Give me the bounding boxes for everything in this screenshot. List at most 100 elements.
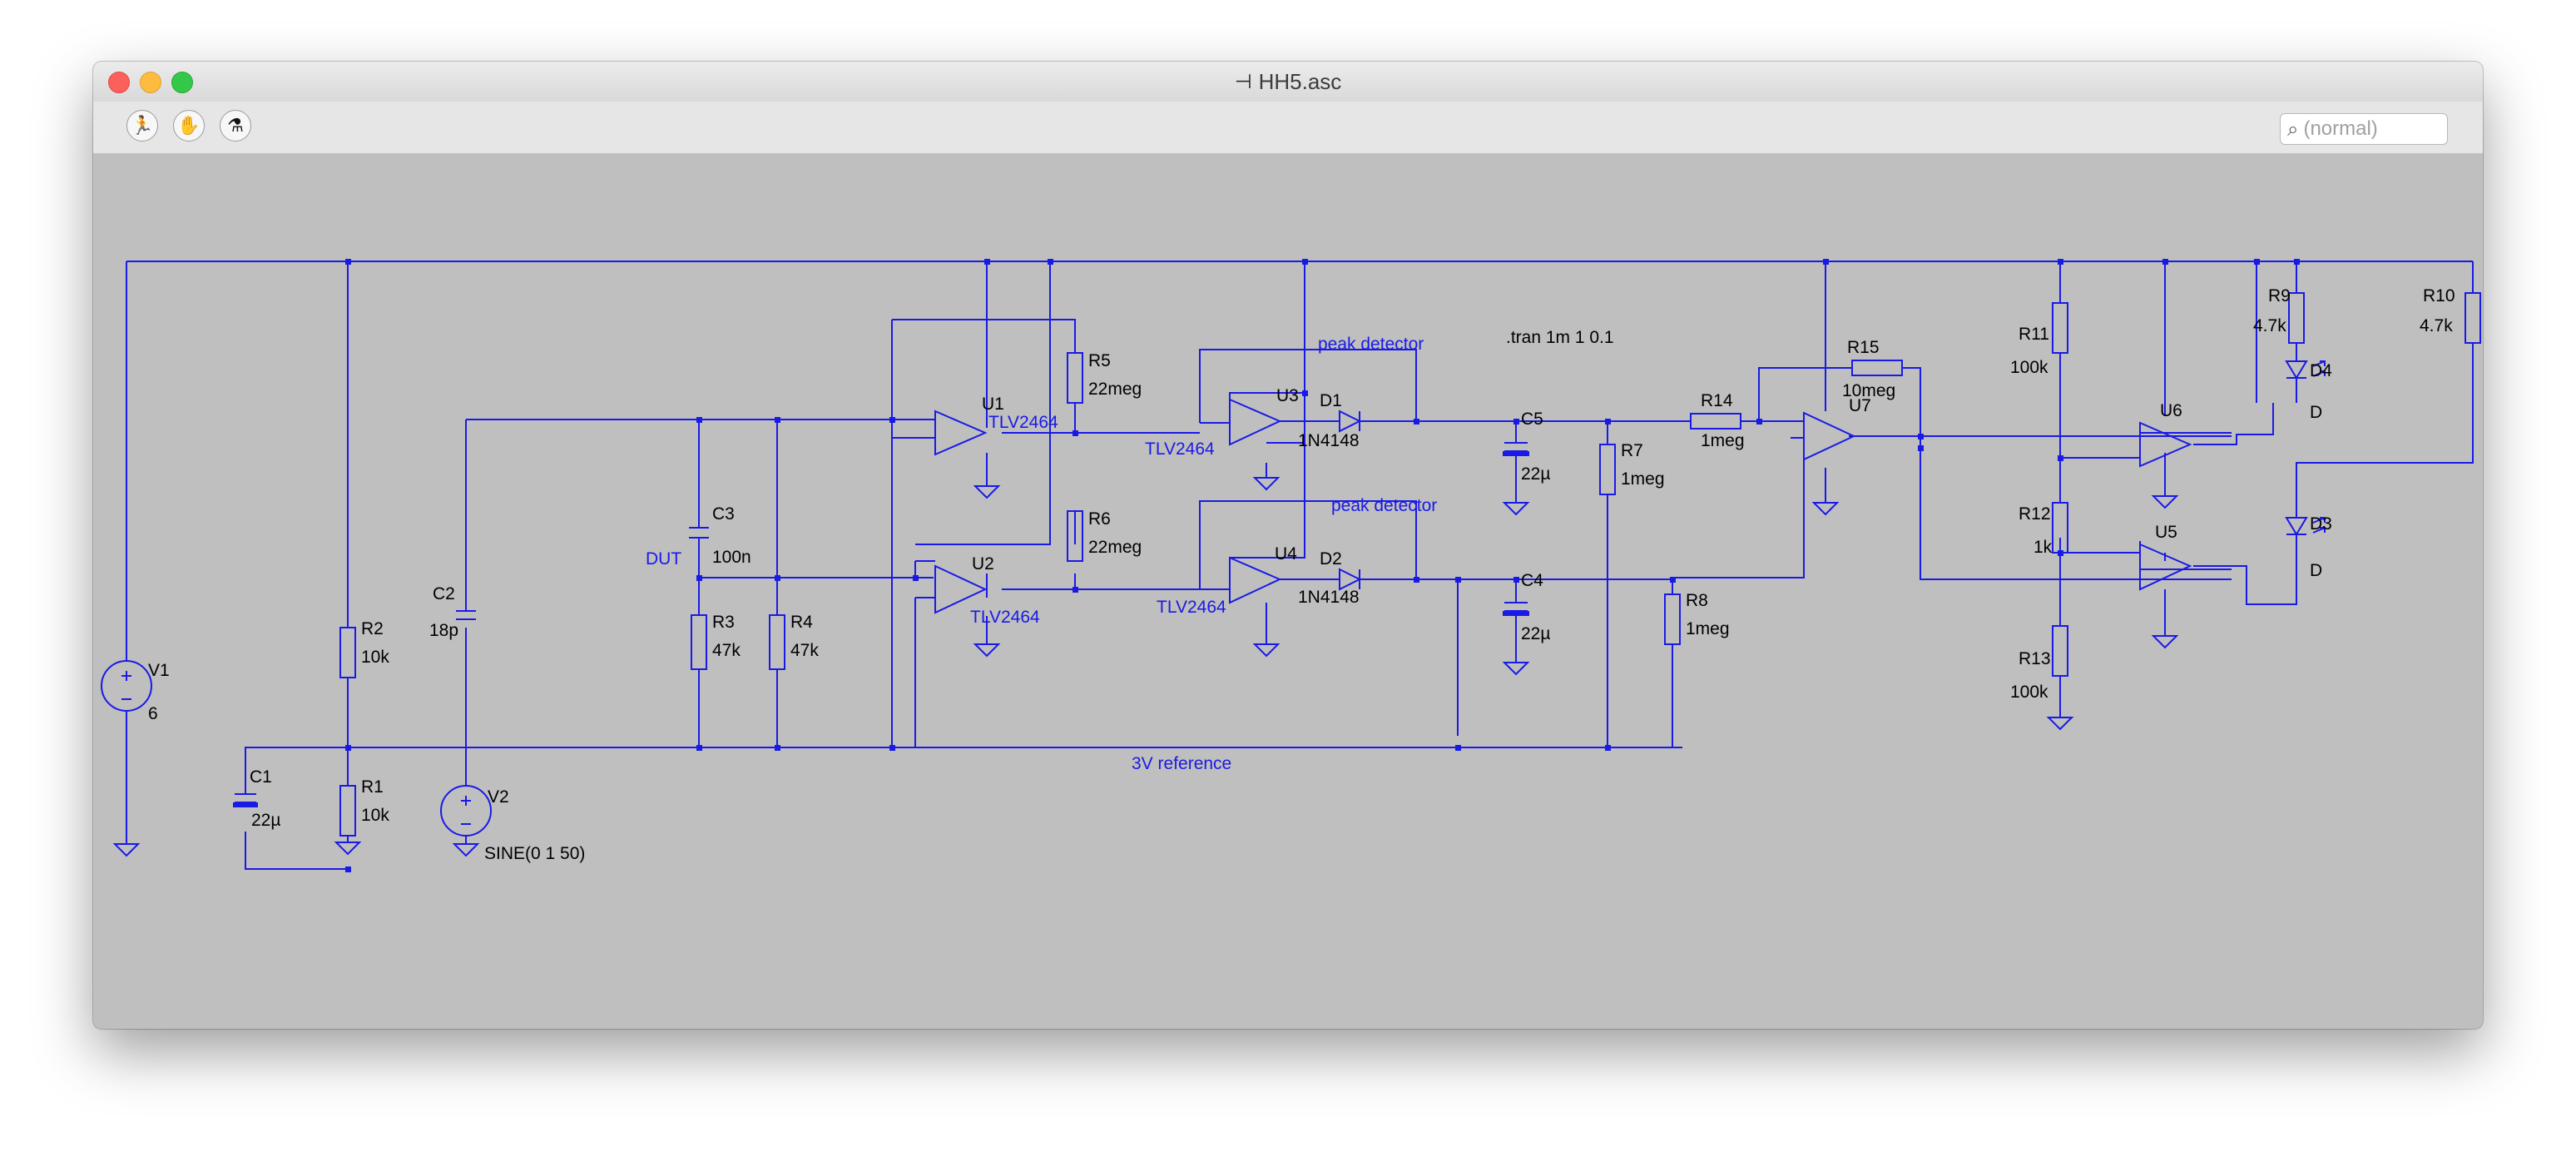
label-r2-ref: R2 [361,619,384,638]
schematic-canvas[interactable]: V1 6 V2 SINE(0 1 50) R2 10k R1 10k C1 22… [93,153,2483,1029]
capacitor-c1-symbol [235,793,256,803]
search-box[interactable]: ⌕ [2280,113,2448,145]
schematic-file-icon: ⊣ [1234,70,1252,93]
resistor-r5-symbol [1067,352,1083,404]
label-r3-ref: R3 [712,613,735,632]
toolbar: 🏃 ✋ ⚗ ⌕ [93,102,2483,154]
run-icon[interactable]: 🏃 [126,110,158,142]
search-icon: ⌕ [2287,117,2299,141]
schematic[interactable]: V1 6 V2 SINE(0 1 50) R2 10k R1 10k C1 22… [93,153,2483,1029]
label-r10-value: 4.7k [2420,316,2453,335]
resistor-r10-symbol [2465,292,2481,344]
resistor-r7-symbol [1599,444,1616,495]
minimize-button[interactable] [140,72,161,93]
label-r7-ref: R7 [1621,441,1643,460]
resistor-r1-symbol [339,785,356,837]
label-c4-value: 22µ [1521,624,1550,643]
opamp-u4-symbol [1229,556,1282,604]
diode-d1-symbol [1339,410,1362,433]
resistor-r14-symbol [1690,413,1741,430]
label-r14-ref: R14 [1701,391,1733,410]
label-r12-ref: R12 [2019,504,2051,524]
label-r1-ref: R1 [361,777,384,797]
label-c5-ref: C5 [1521,410,1543,429]
ltspice-window: ⊣ HH5.asc 🏃 ✋ ⚗ ⌕ [93,62,2483,1029]
label-v1-value: 6 [148,704,158,723]
resistor-r3-symbol [691,614,707,670]
label-u7-ref: U7 [1849,396,1871,415]
label-v2-ref: V2 [488,787,509,807]
label-r4-value: 47k [790,641,819,660]
search-input[interactable] [2301,117,2430,142]
label-c2-value: 18p [429,621,458,640]
resistor-r4-symbol [769,614,785,670]
label-u4-value: TLV2464 [1157,598,1226,617]
label-d2-value: 1N4148 [1298,588,1360,607]
spice-directive-tran: .tran 1m 1 0.1 [1506,328,1614,347]
ground-symbols [112,477,2179,857]
label-u4-ref: U4 [1275,544,1297,564]
label-r11-ref: R11 [2019,325,2049,344]
label-u3-value: TLV2464 [1145,439,1215,459]
resistor-r15-symbol [1851,360,1903,376]
label-c1-value: 22µ [251,811,280,830]
label-u6-ref: U6 [2160,401,2182,420]
resistor-r12-symbol [2052,502,2068,554]
comment-peak-detector-1: peak detector [1318,335,1424,354]
label-r15-ref: R15 [1847,338,1880,357]
resistor-r2-symbol [339,627,356,678]
label-r7-value: 1meg [1621,469,1665,489]
opamp-u5-symbol [2139,543,2192,591]
label-v2-value: SINE(0 1 50) [484,844,585,863]
label-r9-ref: R9 [2268,286,2291,305]
annotations: DUT peak detector peak detector 3V refer… [646,328,1614,773]
component-bodies [101,292,2481,837]
resistor-r11-symbol [2052,302,2068,354]
opamp-u6-symbol [2139,421,2192,468]
led-d3-symbol [2285,517,2308,544]
diode-d2-symbol [1339,568,1362,591]
pan-hand-icon[interactable]: ✋ [173,110,205,142]
label-d3-ref: D3 [2310,514,2332,534]
label-r5-value: 22meg [1088,380,1142,399]
junctions [345,259,2300,872]
resistor-r6-symbol [1067,510,1083,562]
resistor-r13-symbol [2052,625,2068,677]
label-d4-value: D [2310,403,2322,422]
opamp-u1-symbol [934,410,988,456]
comment-3v-reference: 3V reference [1132,754,1231,773]
opamp-u2-symbol [934,564,988,614]
label-d4-ref: D4 [2310,361,2332,380]
label-d3-value: D [2310,561,2322,580]
label-u3-ref: U3 [1276,386,1299,405]
label-d2-ref: D2 [1320,549,1342,569]
label-r6-value: 22meg [1088,538,1142,557]
label-u1-value: TLV2464 [988,413,1058,432]
close-button[interactable] [108,72,130,93]
resistor-r9-symbol [2288,292,2305,344]
label-r4-ref: R4 [790,613,813,632]
label-r13-value: 100k [2010,683,2048,702]
zoom-button[interactable] [171,72,193,93]
label-u2-ref: U2 [972,554,994,574]
opamp-u3-symbol [1229,398,1282,446]
label-d1-value: 1N4148 [1298,431,1360,450]
label-c2-ref: C2 [433,584,455,603]
opamp-u7-symbol [1803,411,1856,461]
capacitor-c5-symbol [1504,442,1528,452]
label-r6-ref: R6 [1088,509,1111,529]
label-r12-value: 1k [2034,538,2053,557]
label-u1-ref: U1 [982,395,1004,414]
voltage-source-v1-symbol [101,660,152,712]
probe-icon[interactable]: ⚗ [220,110,251,142]
capacitor-c4-symbol [1504,602,1528,612]
window-title-text: HH5.asc [1258,68,1342,94]
label-r14-value: 1meg [1701,431,1745,450]
comment-peak-detector-2: peak detector [1331,496,1437,515]
label-r8-value: 1meg [1686,619,1730,638]
label-r2-value: 10k [361,648,389,667]
led-d4-symbol [2285,360,2308,403]
window-title: ⊣ HH5.asc [93,62,2483,102]
component-labels: V1 6 V2 SINE(0 1 50) R2 10k R1 10k C1 22… [148,286,2455,863]
title-bar: ⊣ HH5.asc [93,62,2483,102]
